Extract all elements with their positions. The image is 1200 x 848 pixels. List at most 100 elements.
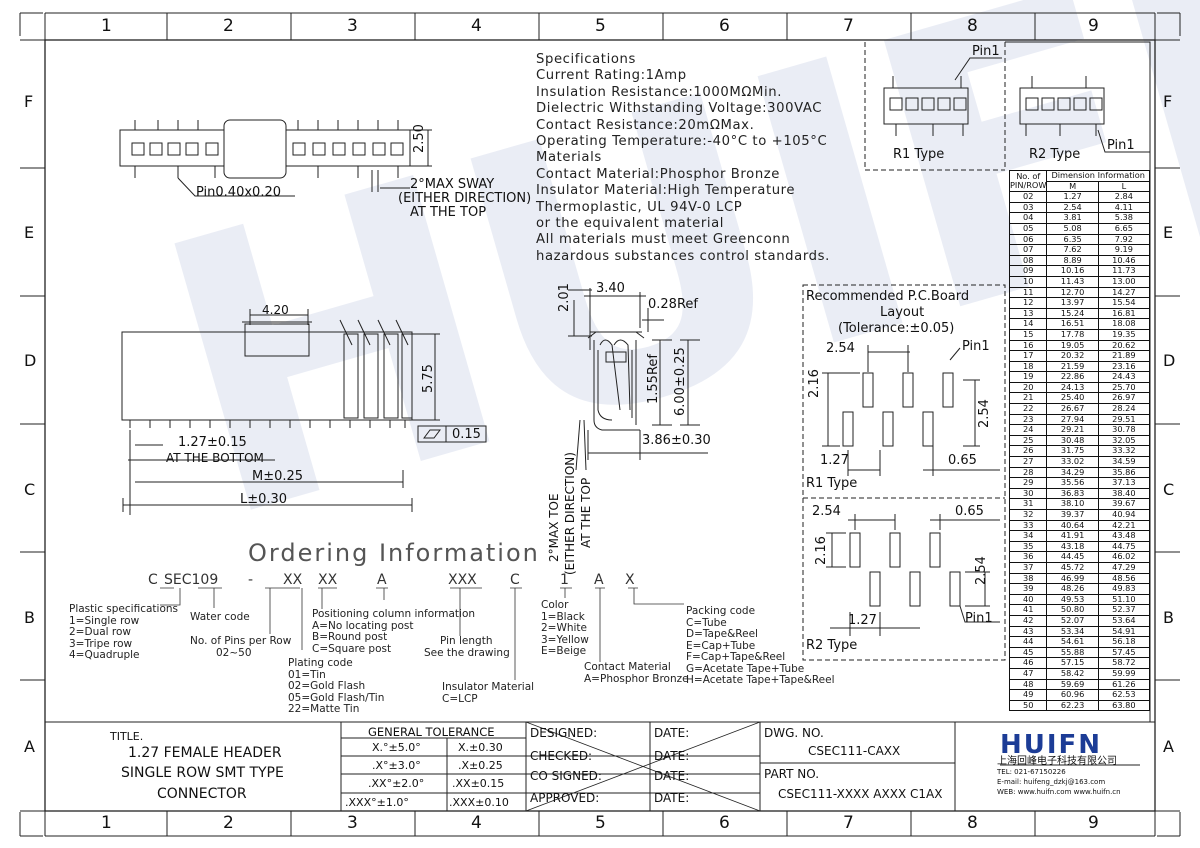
grid-col-bottom-9: 9 (1088, 813, 1099, 833)
code-insulator: C (510, 572, 520, 588)
dim-pin-count: 14 (1008, 318, 1048, 330)
dim-m-value: 26.67 (1046, 403, 1099, 415)
l-dim: L±0.30 (240, 492, 288, 507)
top-height-dim: 2.50 (412, 124, 427, 153)
end-dim-201: 2.01 (557, 283, 572, 312)
dim-l-value: 34.59 (1097, 456, 1151, 468)
grid-col-bottom-4: 4 (471, 813, 482, 833)
dim-pin-count: 09 (1008, 265, 1048, 277)
dim-m-value: 43.18 (1046, 540, 1099, 553)
dim-l-value: 16.81 (1097, 307, 1151, 320)
r2-w: 1.27 (848, 613, 877, 628)
dim-m-value: 41.91 (1046, 530, 1099, 542)
dim-pin-count: 21 (1008, 392, 1048, 405)
dim-l-value: 19.35 (1097, 328, 1151, 341)
dim-pin-count: 37 (1008, 561, 1048, 574)
dim-m-value: 1.27 (1046, 191, 1099, 203)
dim-l-value: 14.27 (1097, 286, 1151, 299)
dim-pin-count: 12 (1008, 297, 1048, 309)
dim-m-value: 59.69 (1046, 678, 1099, 691)
dim-m-value: 10.16 (1046, 265, 1099, 277)
dim-l-value: 23.16 (1097, 360, 1151, 373)
dim-m-value: 53.34 (1046, 625, 1099, 638)
dwg-label: DWG. NO. (764, 726, 824, 740)
company-tel: TEL: 021-67150226 (997, 768, 1066, 776)
grid-row-left-D: D (24, 351, 37, 370)
dim-pin-count: 32 (1008, 509, 1048, 521)
cosigned-label: CO SIGNED: (530, 769, 602, 783)
dim-m-value: 36.83 (1046, 487, 1099, 500)
dim-m-value: 58.42 (1046, 667, 1099, 680)
tol-linear-1: .X±0.25 (458, 759, 503, 772)
grid-row-left-F: F (24, 92, 34, 111)
dim-l-value: 46.02 (1097, 551, 1151, 563)
date-label-1: DATE: (654, 726, 690, 740)
dim-m-value: 34.29 (1046, 466, 1099, 479)
r1-h: 2.16 (807, 369, 822, 398)
dim-pin-count: 15 (1008, 328, 1048, 341)
dim-l-value: 35.86 (1097, 466, 1151, 479)
dim-pin-count: 35 (1008, 540, 1048, 553)
dim-m-value: 6.35 (1046, 233, 1099, 246)
grid-row-left-E: E (24, 223, 35, 242)
grid-col-top-5: 5 (595, 16, 606, 36)
dim-m-value: 62.23 (1046, 699, 1099, 712)
code-dash: - (248, 572, 254, 588)
tol-angle-1: .X°±3.0° (372, 759, 421, 772)
grid-col-bottom-6: 6 (719, 813, 730, 833)
dim-m-value: 33.02 (1046, 456, 1099, 468)
dim-l-value: 49.83 (1097, 583, 1151, 595)
r1-w: 1.27 (820, 453, 849, 468)
toe-line-3: AT THE TOP (579, 477, 593, 548)
spec-line: Insulation Resistance:1000MΩMin. (536, 84, 782, 100)
grid-col-bottom-2: 2 (223, 813, 234, 833)
code-contact: A (594, 572, 604, 588)
dim-l-value: 9.19 (1097, 244, 1151, 256)
sway-line-2: (EITHER DIRECTION) (398, 191, 532, 206)
dim-m-value: 29.21 (1046, 424, 1099, 436)
part-number: CSEC111-XXXX AXXX C1AX (778, 787, 943, 801)
dim-pin-count: 46 (1008, 657, 1048, 669)
pcb-title-3: (Tolerance:±0.05) (838, 321, 955, 336)
code-plating: XX (318, 572, 338, 588)
dim-l-value: 33.32 (1097, 445, 1151, 458)
part-label: PART NO. (764, 767, 820, 781)
dim-pin-count: 33 (1008, 519, 1048, 532)
dim-l-value: 13.00 (1097, 275, 1151, 288)
dim-l-value: 56.18 (1097, 636, 1151, 648)
dim-l-value: 51.10 (1097, 593, 1151, 606)
pitch-note: AT THE BOTTOM (166, 451, 264, 465)
tolerance-header: GENERAL TOLERANCE (368, 725, 495, 739)
code-length: XXX (448, 572, 477, 588)
r1-type-label: R1 Type (893, 147, 945, 162)
pcb-title-1: Recommended P.C.Board (806, 289, 970, 304)
header-m: M (1046, 180, 1099, 193)
grid-col-bottom-1: 1 (101, 813, 112, 833)
dim-l-value: 18.08 (1097, 318, 1151, 330)
dim-m-value: 49.53 (1046, 593, 1099, 606)
company-email: E-mail: huifeng_dzkj@163.com (997, 778, 1106, 786)
dim-pin-count: 20 (1008, 381, 1048, 394)
r1-label: R1 Type (806, 476, 858, 491)
dim-l-value: 37.13 (1097, 477, 1151, 489)
dim-m-value: 19.05 (1046, 339, 1099, 352)
